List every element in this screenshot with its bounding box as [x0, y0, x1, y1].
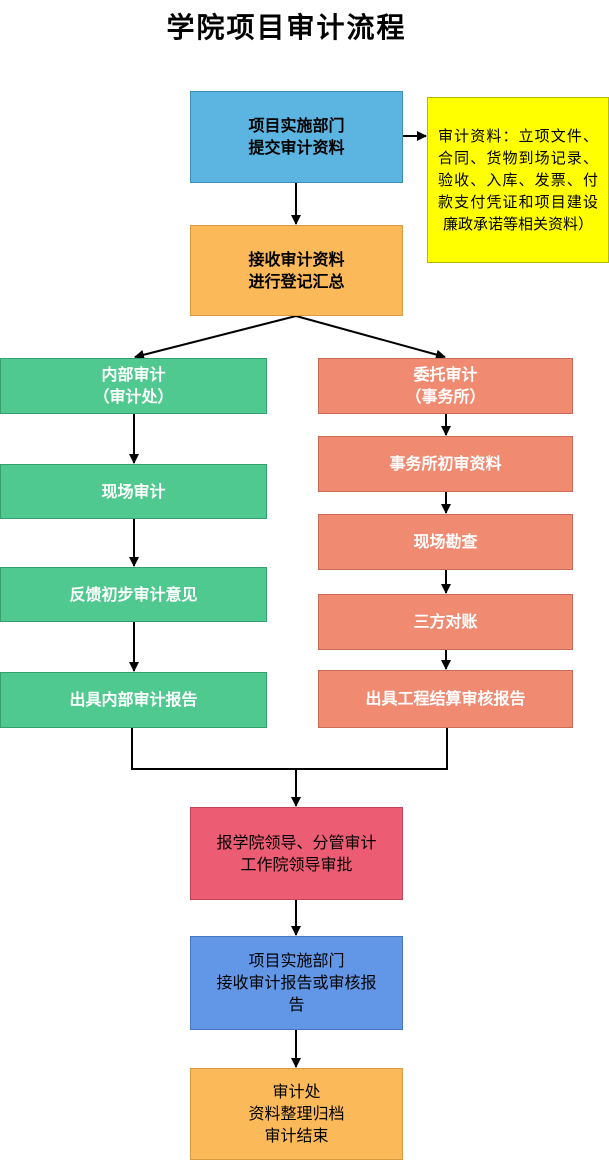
leadership-approval-box: 报学院领导、分管审计 工作院领导审批 [190, 807, 403, 900]
internal-report-box: 出具内部审计报告 [0, 672, 267, 728]
dept-receive-report-box: 项目实施部门 接收审计报告或审核报 告 [190, 936, 403, 1030]
arrow-receive-to-internal [134, 315, 297, 360]
submit-line-2: 提交审计资料 [248, 138, 345, 157]
archive-line-1: 审计处 [272, 1082, 321, 1101]
entrusted-audit-box: 委托审计 （事务所） [318, 358, 573, 414]
receive-line-2: 进行登记汇总 [248, 271, 345, 291]
audit-materials-text: 审计资料：立项文件、合同、货物到场记录、验收、入库、发票、付款支付凭证和项目建设… [438, 127, 598, 233]
submit-materials-box: 项目实施部门 提交审计资料 [190, 91, 403, 183]
audit-materials-note: 审计资料：立项文件、合同、货物到场记录、验收、入库、发票、付款支付凭证和项目建设… [427, 97, 609, 263]
archive-line-3: 审计结束 [264, 1126, 329, 1145]
dept-line-2: 接收审计报告或审核报 [216, 973, 377, 992]
internal-line-1: 内部审计 [101, 365, 166, 384]
firm-reconcile-box: 三方对账 [318, 594, 573, 650]
entrusted-line-2: （事务所） [405, 387, 486, 406]
firm-review-box: 事务所初审资料 [318, 436, 573, 492]
firm-survey-box: 现场勘查 [318, 514, 573, 570]
firm-survey-label: 现场勘查 [413, 532, 478, 551]
receive-register-box: 接收审计资料 进行登记汇总 [190, 225, 403, 316]
internal-feedback-box: 反馈初步审计意见 [0, 567, 267, 622]
firm-report-box: 出具工程结算审核报告 [318, 670, 573, 728]
internal-feedback-label: 反馈初步审计意见 [69, 584, 198, 604]
internal-audit-box: 内部审计 （审计处） [0, 358, 267, 414]
arrow-receive-to-entrusted [295, 315, 446, 360]
firm-review-label: 事务所初审资料 [389, 454, 502, 473]
approval-line-2: 工作院领导审批 [240, 854, 353, 874]
internal-site-audit-box: 现场审计 [0, 464, 267, 519]
submit-line-1: 项目实施部门 [248, 116, 345, 135]
archive-line-2: 资料整理归档 [248, 1104, 345, 1123]
firm-reconcile-label: 三方对账 [413, 612, 478, 631]
internal-line-2: （审计处） [93, 387, 174, 406]
internal-report-label: 出具内部审计报告 [69, 690, 198, 709]
page-title: 学院项目审计流程 [166, 11, 407, 44]
receive-line-1: 接收审计资料 [248, 249, 345, 269]
firm-report-label: 出具工程结算审核报告 [365, 689, 526, 708]
dept-line-3: 告 [288, 995, 305, 1014]
merge-line [131, 728, 448, 770]
entrusted-line-1: 委托审计 [413, 365, 478, 384]
dept-line-1: 项目实施部门 [248, 951, 345, 970]
approval-line-1: 报学院领导、分管审计 [216, 832, 377, 852]
internal-site-label: 现场审计 [101, 481, 166, 501]
archive-box: 审计处 资料整理归档 审计结束 [190, 1068, 403, 1160]
